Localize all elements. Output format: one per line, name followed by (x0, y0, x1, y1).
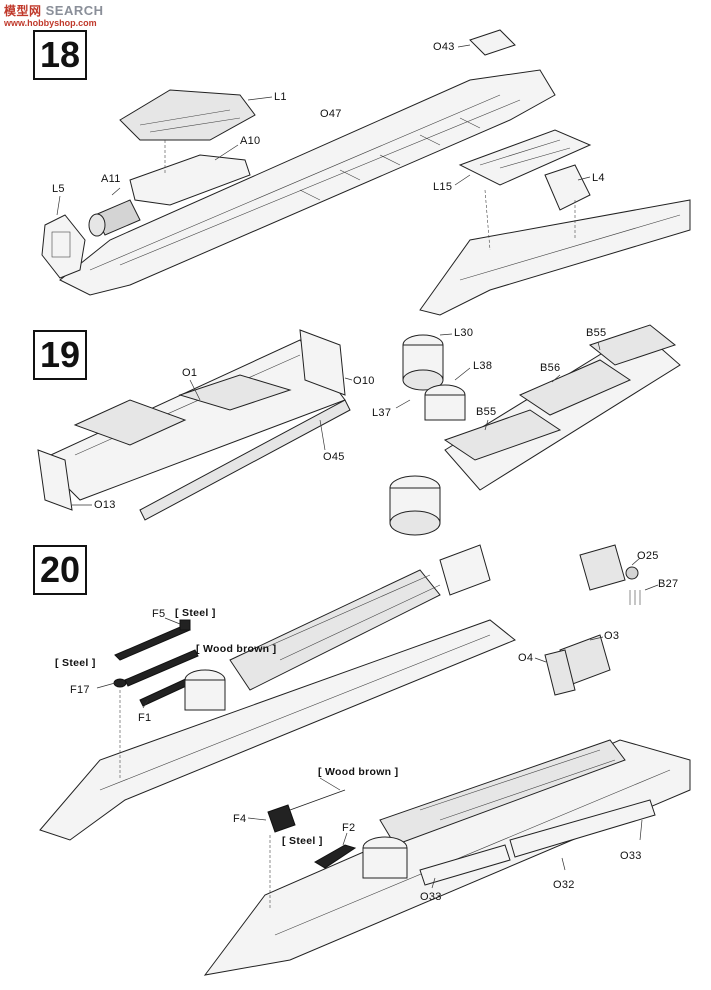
part-label-o32: O32 (553, 879, 575, 891)
part-label-f17: F17 (70, 684, 90, 696)
part-label-l37: L37 (372, 407, 392, 419)
part-label-o45: O45 (323, 451, 345, 463)
step-19-drawing (37, 324, 681, 536)
part-label-o33-left: O33 (420, 891, 442, 903)
watermark-site: www.hobbyshop.com (4, 18, 97, 28)
part-label-f1: F1 (138, 712, 152, 724)
part-label-o47: O47 (320, 108, 342, 120)
part-label-b55-bottom: B55 (476, 406, 497, 418)
part-label-o3: O3 (604, 630, 620, 642)
part-label-l30: L30 (454, 327, 474, 339)
step-20-drawing (39, 544, 691, 976)
paint-label-wood-brown-upper: [ Wood brown ] (196, 643, 277, 655)
paint-label-steel-f17: [ Steel ] (55, 657, 96, 669)
part-label-o13: O13 (94, 499, 116, 511)
step-18-drawing (41, 29, 691, 316)
part-label-f2: F2 (342, 822, 356, 834)
part-label-o43: O43 (433, 41, 455, 53)
watermark-logo-cn: 模型网 (4, 4, 42, 18)
part-label-o10: O10 (353, 375, 375, 387)
part-label-l1: L1 (274, 91, 287, 103)
part-label-l38: L38 (473, 360, 493, 372)
part-label-b27: B27 (658, 578, 679, 590)
part-label-f4: F4 (233, 813, 247, 825)
part-label-o25: O25 (637, 550, 659, 562)
step-number-18: 18 (33, 30, 87, 80)
part-label-l15: L15 (433, 181, 453, 193)
watermark-logo: 模型网 SEARCH www.hobbyshop.com (4, 2, 104, 28)
part-label-o33-right: O33 (620, 850, 642, 862)
paint-label-wood-brown-lower: [ Wood brown ] (318, 766, 399, 778)
part-label-f5: F5 (152, 608, 166, 620)
part-label-b55-top: B55 (586, 327, 607, 339)
part-label-o4: O4 (518, 652, 534, 664)
paint-label-steel-f4: [ Steel ] (282, 835, 323, 847)
watermark-logo-text: SEARCH (45, 3, 104, 18)
part-label-a10: A10 (240, 135, 261, 147)
part-label-a11: A11 (101, 173, 121, 185)
step-number-19: 19 (33, 330, 87, 380)
part-label-l5: L5 (52, 183, 65, 195)
part-label-o1: O1 (182, 367, 198, 379)
part-label-l4: L4 (592, 172, 605, 184)
step-number-20: 20 (33, 545, 87, 595)
paint-label-steel-f5: [ Steel ] (175, 607, 216, 619)
part-label-b56: B56 (540, 362, 561, 374)
